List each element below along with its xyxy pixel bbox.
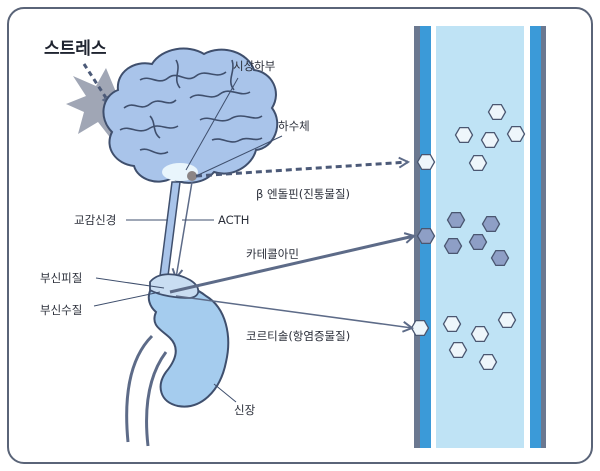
label-pituitary: 하수체 <box>278 119 310 133</box>
molecules <box>410 103 526 371</box>
molecule-light <box>448 341 468 359</box>
vessel-gap-right <box>524 26 530 448</box>
adrenal-cortex-leader <box>95 277 165 289</box>
adrenal-gland <box>149 273 200 299</box>
molecule-light <box>410 319 430 337</box>
molecule-dark <box>416 227 436 245</box>
molecule-light <box>497 311 517 329</box>
brain <box>102 47 279 184</box>
label-cortisol: 코르티솔(항염증물질) <box>246 329 350 343</box>
label-sympathetic-nerve: 교감신경 <box>74 213 116 227</box>
molecule-light <box>487 103 507 121</box>
molecule-light <box>454 126 474 144</box>
pituitary-leader <box>195 135 283 177</box>
molecule-dark <box>446 211 466 229</box>
molecule-light <box>468 154 488 172</box>
molecule-light <box>470 325 490 343</box>
molecule-light <box>442 315 462 333</box>
label-stress: 스트레스 <box>44 39 107 59</box>
kidney <box>125 273 230 447</box>
molecule-light <box>478 353 498 371</box>
cortisol-arrow <box>175 295 412 328</box>
stress-arrow <box>82 63 112 106</box>
label-adrenal-medulla: 부신수질 <box>40 303 82 317</box>
label-hypothalamus: 시상하부 <box>233 59 275 73</box>
label-beta-endorphin: β 엔돌핀(진통물질) <box>256 187 350 201</box>
molecule-light <box>506 125 526 143</box>
molecule-dark <box>443 237 463 255</box>
adrenal-medulla-leader <box>93 291 161 307</box>
label-catecholamine: 카테콜아민 <box>246 247 299 261</box>
catecholamine-arrow <box>169 236 414 294</box>
acth-arrow <box>176 181 193 278</box>
hypothalamus-leader <box>185 77 239 171</box>
vessel-wall-right-edge <box>541 26 546 448</box>
molecule-dark <box>490 249 510 267</box>
pituitary-gland <box>187 171 197 181</box>
molecule-light <box>416 153 436 171</box>
vessel-wall-left-edge <box>414 26 420 448</box>
molecule-light <box>480 131 500 149</box>
label-kidney: 신장 <box>234 403 256 417</box>
label-acth: ACTH <box>218 213 249 227</box>
vessel-wall-right <box>530 26 541 448</box>
molecule-dark <box>481 215 501 233</box>
kidney-leader <box>213 383 237 403</box>
molecule-dark <box>468 233 488 251</box>
beta-endorphin-arrow <box>195 162 408 178</box>
label-adrenal-cortex: 부신피질 <box>40 271 82 285</box>
